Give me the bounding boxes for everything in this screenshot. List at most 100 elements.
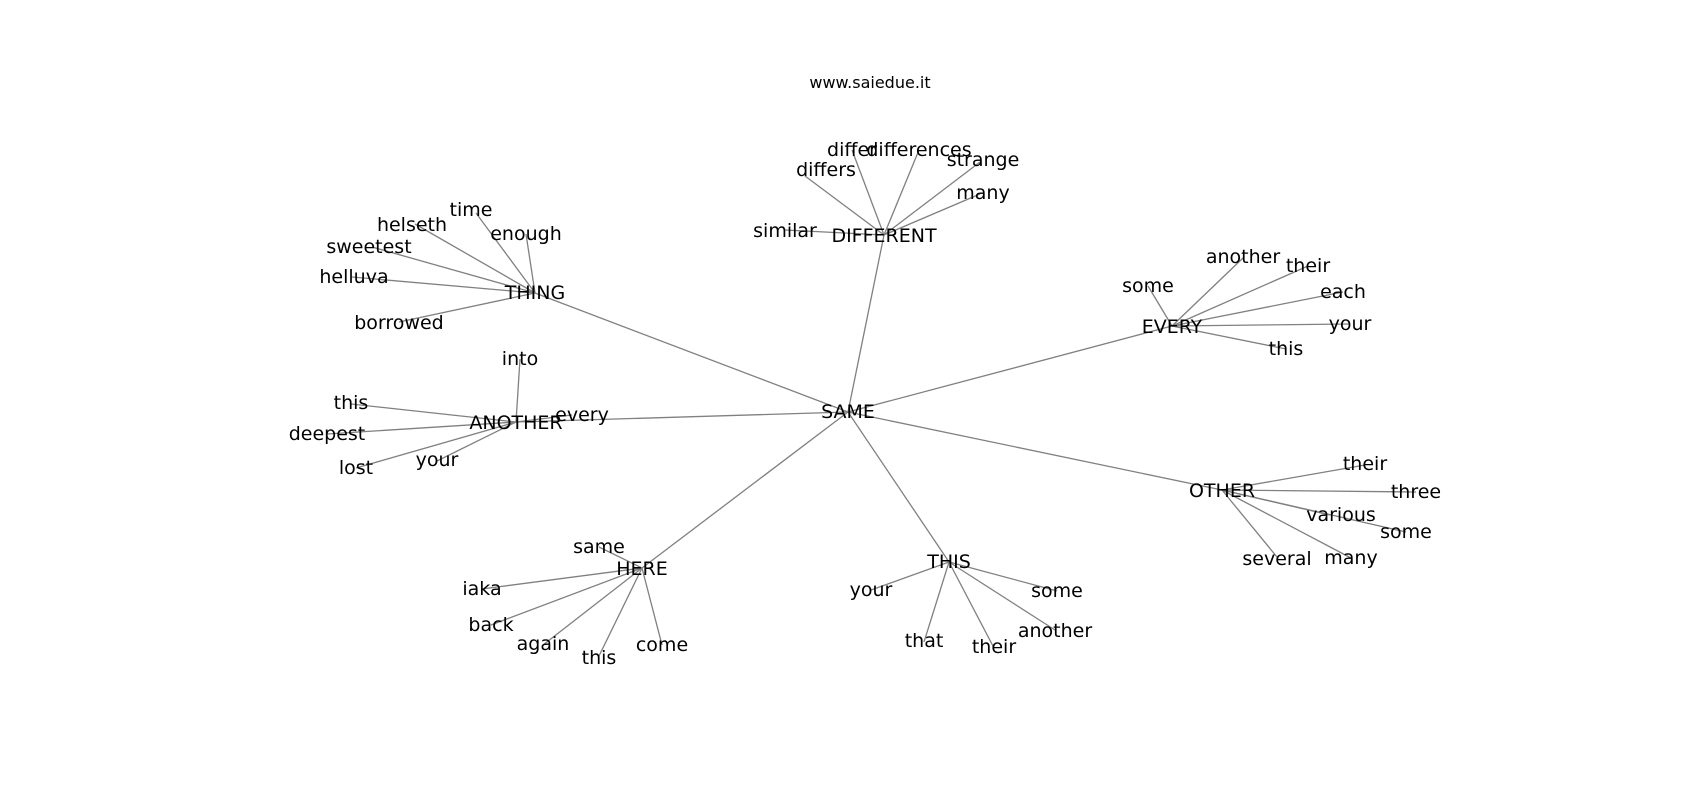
edge-hub-leaf xyxy=(851,149,885,236)
leaf-node: many xyxy=(956,182,1009,204)
leaf-node: some xyxy=(1122,275,1174,297)
leaf-node: sweetest xyxy=(326,236,411,258)
edge-center-hub xyxy=(515,411,849,423)
leaf-node: many xyxy=(1324,547,1377,569)
edge-hub-leaf xyxy=(1171,323,1351,327)
edge-hub-leaf xyxy=(414,223,536,294)
hub-node-thing: THING xyxy=(504,282,565,304)
edge-hub-leaf xyxy=(371,246,536,294)
edge-hub-leaf xyxy=(804,175,885,236)
edge-hub-leaf xyxy=(326,421,517,435)
edge-hub-leaf xyxy=(1171,265,1309,327)
edge-hub-leaf xyxy=(1221,489,1278,558)
hub-node-this: THIS xyxy=(926,551,971,573)
edge-center-hub xyxy=(847,234,885,413)
edge-hub-leaf xyxy=(355,421,517,469)
leaf-node: your xyxy=(1329,313,1372,335)
edge-hub-leaf xyxy=(598,567,643,657)
leaf-node: three xyxy=(1391,481,1441,503)
leaf-node: again xyxy=(517,633,570,655)
edge-center-hub xyxy=(847,411,950,563)
edge-center-hub xyxy=(534,292,849,413)
page-title: www.saiedue.it xyxy=(809,73,930,92)
leaf-node: every xyxy=(555,404,609,426)
edge-hub-leaf xyxy=(883,149,920,236)
edge-hub-leaf xyxy=(883,161,981,236)
leaf-node: differences xyxy=(866,139,971,161)
edge-hub-leaf xyxy=(883,193,981,236)
leaf-node: this xyxy=(582,647,617,669)
leaf-node: come xyxy=(636,634,688,656)
edge-hub-leaf xyxy=(515,358,521,423)
edge-hub-leaf xyxy=(784,229,885,236)
leaf-node: differ xyxy=(827,139,877,161)
edge-hub-leaf xyxy=(641,567,663,646)
leaf-node: strange xyxy=(947,149,1020,171)
hub-node-another: ANOTHER xyxy=(469,412,562,434)
edge-hub-leaf xyxy=(490,567,643,626)
edge-center-hub xyxy=(641,411,849,569)
leaf-node: your xyxy=(416,449,459,471)
edge-hub-leaf xyxy=(525,233,536,294)
leaf-node: enough xyxy=(490,223,562,245)
leaf-node: each xyxy=(1320,281,1366,303)
hub-node-other: OTHER xyxy=(1189,480,1255,502)
edge-hub-leaf xyxy=(1171,291,1344,327)
leaf-node: back xyxy=(468,614,513,636)
leaf-node: your xyxy=(850,579,893,601)
leaf-node: differs xyxy=(796,159,856,181)
edge-hub-leaf xyxy=(870,561,950,591)
leaf-node: their xyxy=(972,636,1016,658)
leaf-node: helluva xyxy=(319,266,388,288)
hub-node-every: EVERY xyxy=(1142,316,1203,338)
edge-hub-leaf xyxy=(948,561,1058,592)
edge-hub-leaf xyxy=(1147,285,1173,327)
edge-hub-leaf xyxy=(475,212,536,294)
edge-hub-leaf xyxy=(398,292,536,323)
leaf-node: their xyxy=(1343,453,1387,475)
leaf-node: some xyxy=(1031,580,1083,602)
hub-node-here: HERE xyxy=(616,558,668,580)
leaf-node: this xyxy=(334,392,369,414)
leaf-node: borrowed xyxy=(354,312,443,334)
edge-center-hub xyxy=(847,325,1173,413)
edge-hub-leaf xyxy=(351,276,536,294)
hub-node-different: DIFFERENT xyxy=(831,225,937,247)
edge-hub-leaf xyxy=(1171,325,1287,350)
leaf-node: similar xyxy=(753,220,817,242)
edge-hub-leaf xyxy=(1221,489,1352,559)
edge-hub-leaf xyxy=(1221,489,1417,493)
leaf-node: this xyxy=(1269,338,1304,360)
leaf-node: lost xyxy=(339,457,373,479)
leaf-node: several xyxy=(1242,548,1311,570)
edge-hub-leaf xyxy=(923,561,950,643)
edge-hub-leaf xyxy=(948,561,1056,631)
center-node-same: SAME xyxy=(821,401,875,423)
leaf-node: time xyxy=(450,199,493,221)
leaf-node: same xyxy=(573,536,625,558)
edge-hub-leaf xyxy=(436,421,517,462)
leaf-node: another xyxy=(1206,246,1280,268)
edges-layer xyxy=(326,149,1417,657)
edge-hub-leaf xyxy=(515,414,573,423)
leaf-node: their xyxy=(1286,255,1330,277)
edge-hub-leaf xyxy=(350,403,517,423)
leaf-node: helseth xyxy=(377,214,447,236)
leaf-node: various xyxy=(1306,504,1376,526)
leaf-node: some xyxy=(1380,521,1432,543)
leaf-node: deepest xyxy=(289,423,366,445)
edge-hub-leaf xyxy=(1221,464,1366,491)
leaf-node: that xyxy=(905,630,944,652)
edge-hub-leaf xyxy=(598,546,643,569)
leaf-node: another xyxy=(1018,620,1092,642)
edge-hub-leaf xyxy=(481,567,643,590)
edge-hub-leaf xyxy=(542,567,643,646)
edge-center-hub xyxy=(847,411,1223,491)
edge-hub-leaf xyxy=(1171,257,1244,327)
leaf-node: into xyxy=(502,348,538,370)
edge-hub-leaf xyxy=(948,561,995,649)
leaf-node: iaka xyxy=(462,578,501,600)
edge-hub-leaf xyxy=(1221,489,1407,533)
